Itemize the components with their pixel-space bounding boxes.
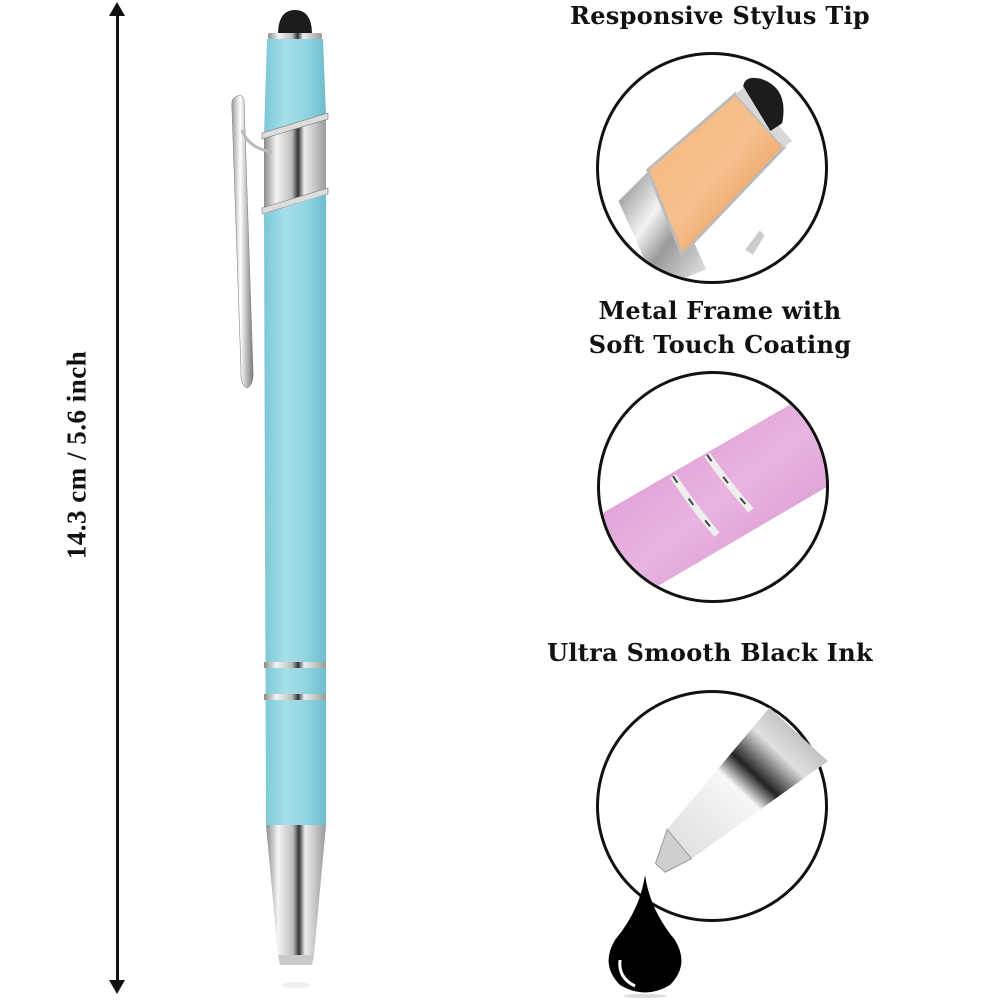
- feature-circle-ink: [596, 690, 828, 922]
- feature-circle-stylus: [596, 52, 828, 284]
- pink-barrel-rings-closeup-icon: [600, 393, 826, 600]
- feature-heading-ink: Ultra Smooth Black Ink: [547, 638, 873, 667]
- orange-stylus-closeup-icon: [618, 77, 792, 281]
- dimension-label: 14.3 cm / 5.6 inch: [61, 350, 92, 560]
- feature-heading-coating-line1: Metal Frame with: [598, 296, 842, 325]
- feature-heading-coating: Metal Frame with Soft Touch Coating: [520, 294, 920, 362]
- dimension-line: [116, 8, 119, 988]
- feature-heading-stylus: Responsive Stylus Tip: [569, 1, 871, 30]
- feature-circle-coating: [597, 371, 829, 603]
- metal-ring-icon: [261, 112, 329, 215]
- feature-heading-coating-line2: Soft Touch Coating: [588, 330, 852, 359]
- pen-illustration: [231, 10, 329, 988]
- ballpoint-cone-icon: [266, 825, 326, 988]
- pen-clip-icon: [231, 95, 273, 389]
- ink-drop-icon: [608, 875, 682, 998]
- stylus-tip-icon: [278, 10, 312, 35]
- ballpoint-tip-closeup-icon: [654, 707, 828, 873]
- dimension-arrow-bottom-icon: [109, 980, 125, 994]
